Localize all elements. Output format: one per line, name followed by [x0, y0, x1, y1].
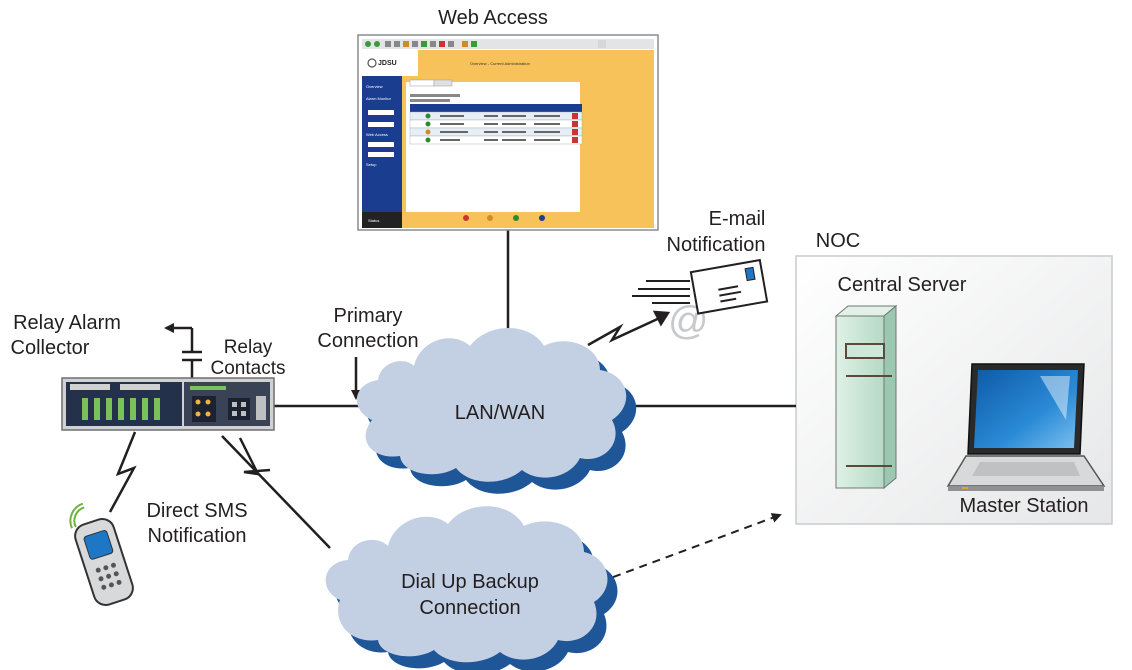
label-relay-alarm-line2: Collector	[11, 337, 90, 359]
label-noc: NOC	[816, 230, 860, 252]
collector-to-dialup-line	[221, 435, 331, 549]
label-primary-line2: Connection	[317, 330, 418, 352]
label-primary-line1: Primary	[334, 305, 403, 327]
dialup-lightning	[238, 437, 271, 476]
label-central-server: Central Server	[838, 274, 967, 296]
relay-alarm-collector-device	[61, 377, 275, 431]
connection-lines	[164, 228, 796, 583]
label-email-line1: E-mail	[709, 208, 766, 230]
web-bottom-status: Status	[368, 218, 379, 223]
dialup-to-noc-dashed	[599, 513, 782, 583]
lan-wan-cloud	[356, 328, 637, 494]
label-sms-line2: Notification	[148, 525, 247, 547]
label-email-line2: Notification	[667, 234, 766, 256]
web-header-text: Overview - Current Administration	[470, 61, 530, 66]
label-sms-line1: Direct SMS	[146, 500, 247, 522]
dialup-cloud	[325, 506, 618, 670]
web-sidebar-item-4: Setup	[366, 162, 377, 167]
wireless-links	[108, 310, 671, 513]
central-server-icon	[834, 304, 898, 490]
label-relay-alarm-line1: Relay Alarm	[13, 312, 121, 334]
diagram-labels: Web Access E-mail Notification NOC Centr…	[11, 7, 1089, 619]
web-sidebar-item-2: Alarm Monitor	[366, 96, 392, 101]
email-lightning	[587, 314, 665, 347]
label-web-access: Web Access	[438, 7, 548, 29]
cell-phone-icon	[69, 502, 134, 607]
web-access-screenshot: JDSU Overview - Current Administration O…	[357, 34, 659, 231]
label-master-station: Master Station	[960, 495, 1089, 517]
web-sidebar-item-3: Web Access	[366, 132, 388, 137]
browser-toolbar	[362, 39, 654, 49]
label-lan-wan: LAN/WAN	[455, 402, 545, 424]
label-dialup-line2: Connection	[419, 597, 520, 619]
collector-module-leds	[82, 398, 160, 420]
browser-toolbar-icons	[365, 40, 606, 48]
web-logo: JDSU	[378, 60, 397, 67]
label-dialup-line1: Dial Up Backup	[401, 571, 539, 593]
email-icon: @	[632, 258, 769, 343]
web-alarm-table	[409, 104, 583, 145]
label-relay-contacts-line2: Contacts	[211, 358, 286, 379]
label-relay-contacts-line1: Relay	[224, 337, 273, 358]
email-lightning-head	[652, 310, 671, 327]
web-sidebar-item-1: Overview	[366, 84, 383, 89]
web-header-bar	[418, 50, 654, 76]
sms-lightning	[108, 431, 137, 513]
master-station-laptop-icon	[946, 363, 1106, 491]
